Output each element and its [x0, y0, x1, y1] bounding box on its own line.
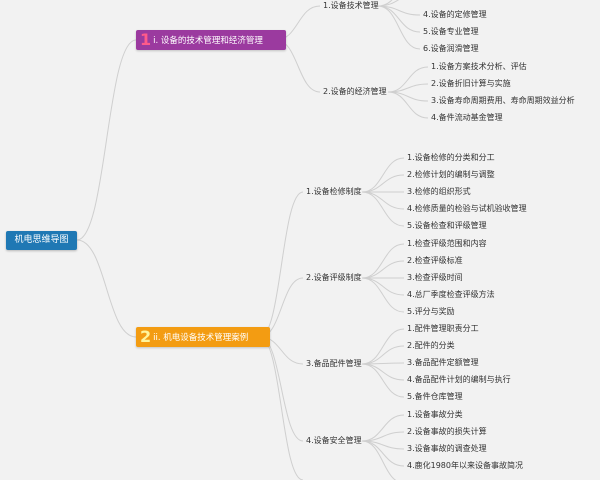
- topic-node[interactable]: 3.备品配件管理: [306, 359, 362, 368]
- topic-node[interactable]: 2.设备的经济管理: [323, 87, 387, 96]
- link-topic-leaf: [377, 0, 393, 7]
- leaf-node[interactable]: 1.检查评级范围和内容: [407, 239, 487, 248]
- topic-node[interactable]: 2.设备评级制度: [306, 273, 362, 282]
- leaf-node[interactable]: 4.备品配件计划的编制与执行: [407, 375, 511, 384]
- leaf-node[interactable]: 6.设备润滑管理: [423, 44, 479, 53]
- leaf-node[interactable]: 1.设备事故分类: [407, 410, 463, 419]
- leaf-node[interactable]: 1.设备检修的分类和分工: [407, 153, 495, 162]
- leaf-node[interactable]: 3.检修的组织形式: [407, 187, 471, 196]
- leaf-node[interactable]: 5.设备检查和评级管理: [407, 221, 487, 230]
- branch-label-1: i. 设备的技术管理和经济管理: [153, 36, 263, 46]
- link-topic-leaf: [361, 157, 405, 193]
- link-branch-topic: [259, 336, 304, 480]
- leaf-node[interactable]: 2.配件的分类: [407, 341, 455, 350]
- branch-label-2: ii. 机电设备技术管理案例: [153, 333, 249, 343]
- topic-node[interactable]: 4.设备安全管理: [306, 436, 362, 445]
- leaf-node[interactable]: 5.评分与奖励: [407, 307, 455, 316]
- leaf-node[interactable]: 4.总厂季度检查评级方法: [407, 290, 495, 299]
- link-topic-leaf: [361, 328, 405, 365]
- leaf-node[interactable]: 4.鹿化1980年以来设备事故简况: [407, 461, 523, 470]
- link-topic-leaf: [361, 174, 405, 193]
- leaf-node[interactable]: 1.设备方案技术分析、评估: [431, 62, 527, 71]
- link-topic-leaf: [361, 277, 405, 313]
- link-topic-leaf: [361, 191, 405, 210]
- link-topic-leaf: [361, 363, 405, 398]
- link-topic-leaf: [361, 243, 405, 279]
- link-topic-leaf: [361, 260, 405, 279]
- link-root-branch: [76, 39, 137, 241]
- leaf-node[interactable]: 1.配件管理职责分工: [407, 324, 479, 333]
- branch-number-2: 2: [140, 327, 152, 346]
- link-root-branch: [76, 239, 137, 338]
- leaf-node[interactable]: 5.备件仓库管理: [407, 392, 463, 401]
- link-branch-topic: [259, 336, 304, 442]
- link-topic-leaf: [361, 363, 405, 381]
- leaf-node[interactable]: 3.设备寿命周期费用、寿命周期效益分析: [431, 96, 575, 105]
- link-topic-leaf: [361, 191, 405, 227]
- leaf-node[interactable]: 4.备件流动基金管理: [431, 113, 503, 122]
- leaf-node[interactable]: 4.检修质量的检验与试机验收管理: [407, 204, 527, 213]
- leaf-node[interactable]: 2.设备折旧计算与实施: [431, 79, 511, 88]
- link-branch-topic: [259, 191, 304, 338]
- topic-node[interactable]: 1.设备技术管理: [323, 1, 379, 10]
- link-topic-leaf: [361, 414, 405, 442]
- link-topic-leaf: [361, 440, 397, 480]
- link-topic-leaf: [387, 91, 429, 119]
- branch-number-1: 1: [140, 30, 152, 49]
- root-node[interactable]: 机电思维导图: [6, 231, 77, 250]
- leaf-node[interactable]: 4.设备的定修管理: [423, 10, 487, 19]
- leaf-node[interactable]: 3.设备事故的调查处理: [407, 444, 487, 453]
- leaf-node[interactable]: 3.检查评级时间: [407, 273, 463, 282]
- topic-node[interactable]: 1.设备检修制度: [306, 187, 362, 196]
- leaf-node[interactable]: 5.设备专业管理: [423, 27, 479, 36]
- leaf-node[interactable]: 2.设备事故的损失计算: [407, 427, 487, 436]
- link-topic-leaf: [377, 0, 400, 7]
- link-topic-leaf: [361, 345, 405, 365]
- leaf-node[interactable]: 2.检修计划的编制与调整: [407, 170, 495, 179]
- leaf-node[interactable]: 3.备品配件定额管理: [407, 358, 479, 367]
- link-topic-leaf: [377, 5, 421, 50]
- link-topic-leaf: [361, 277, 405, 296]
- leaf-node[interactable]: 2.检查评级标准: [407, 256, 463, 265]
